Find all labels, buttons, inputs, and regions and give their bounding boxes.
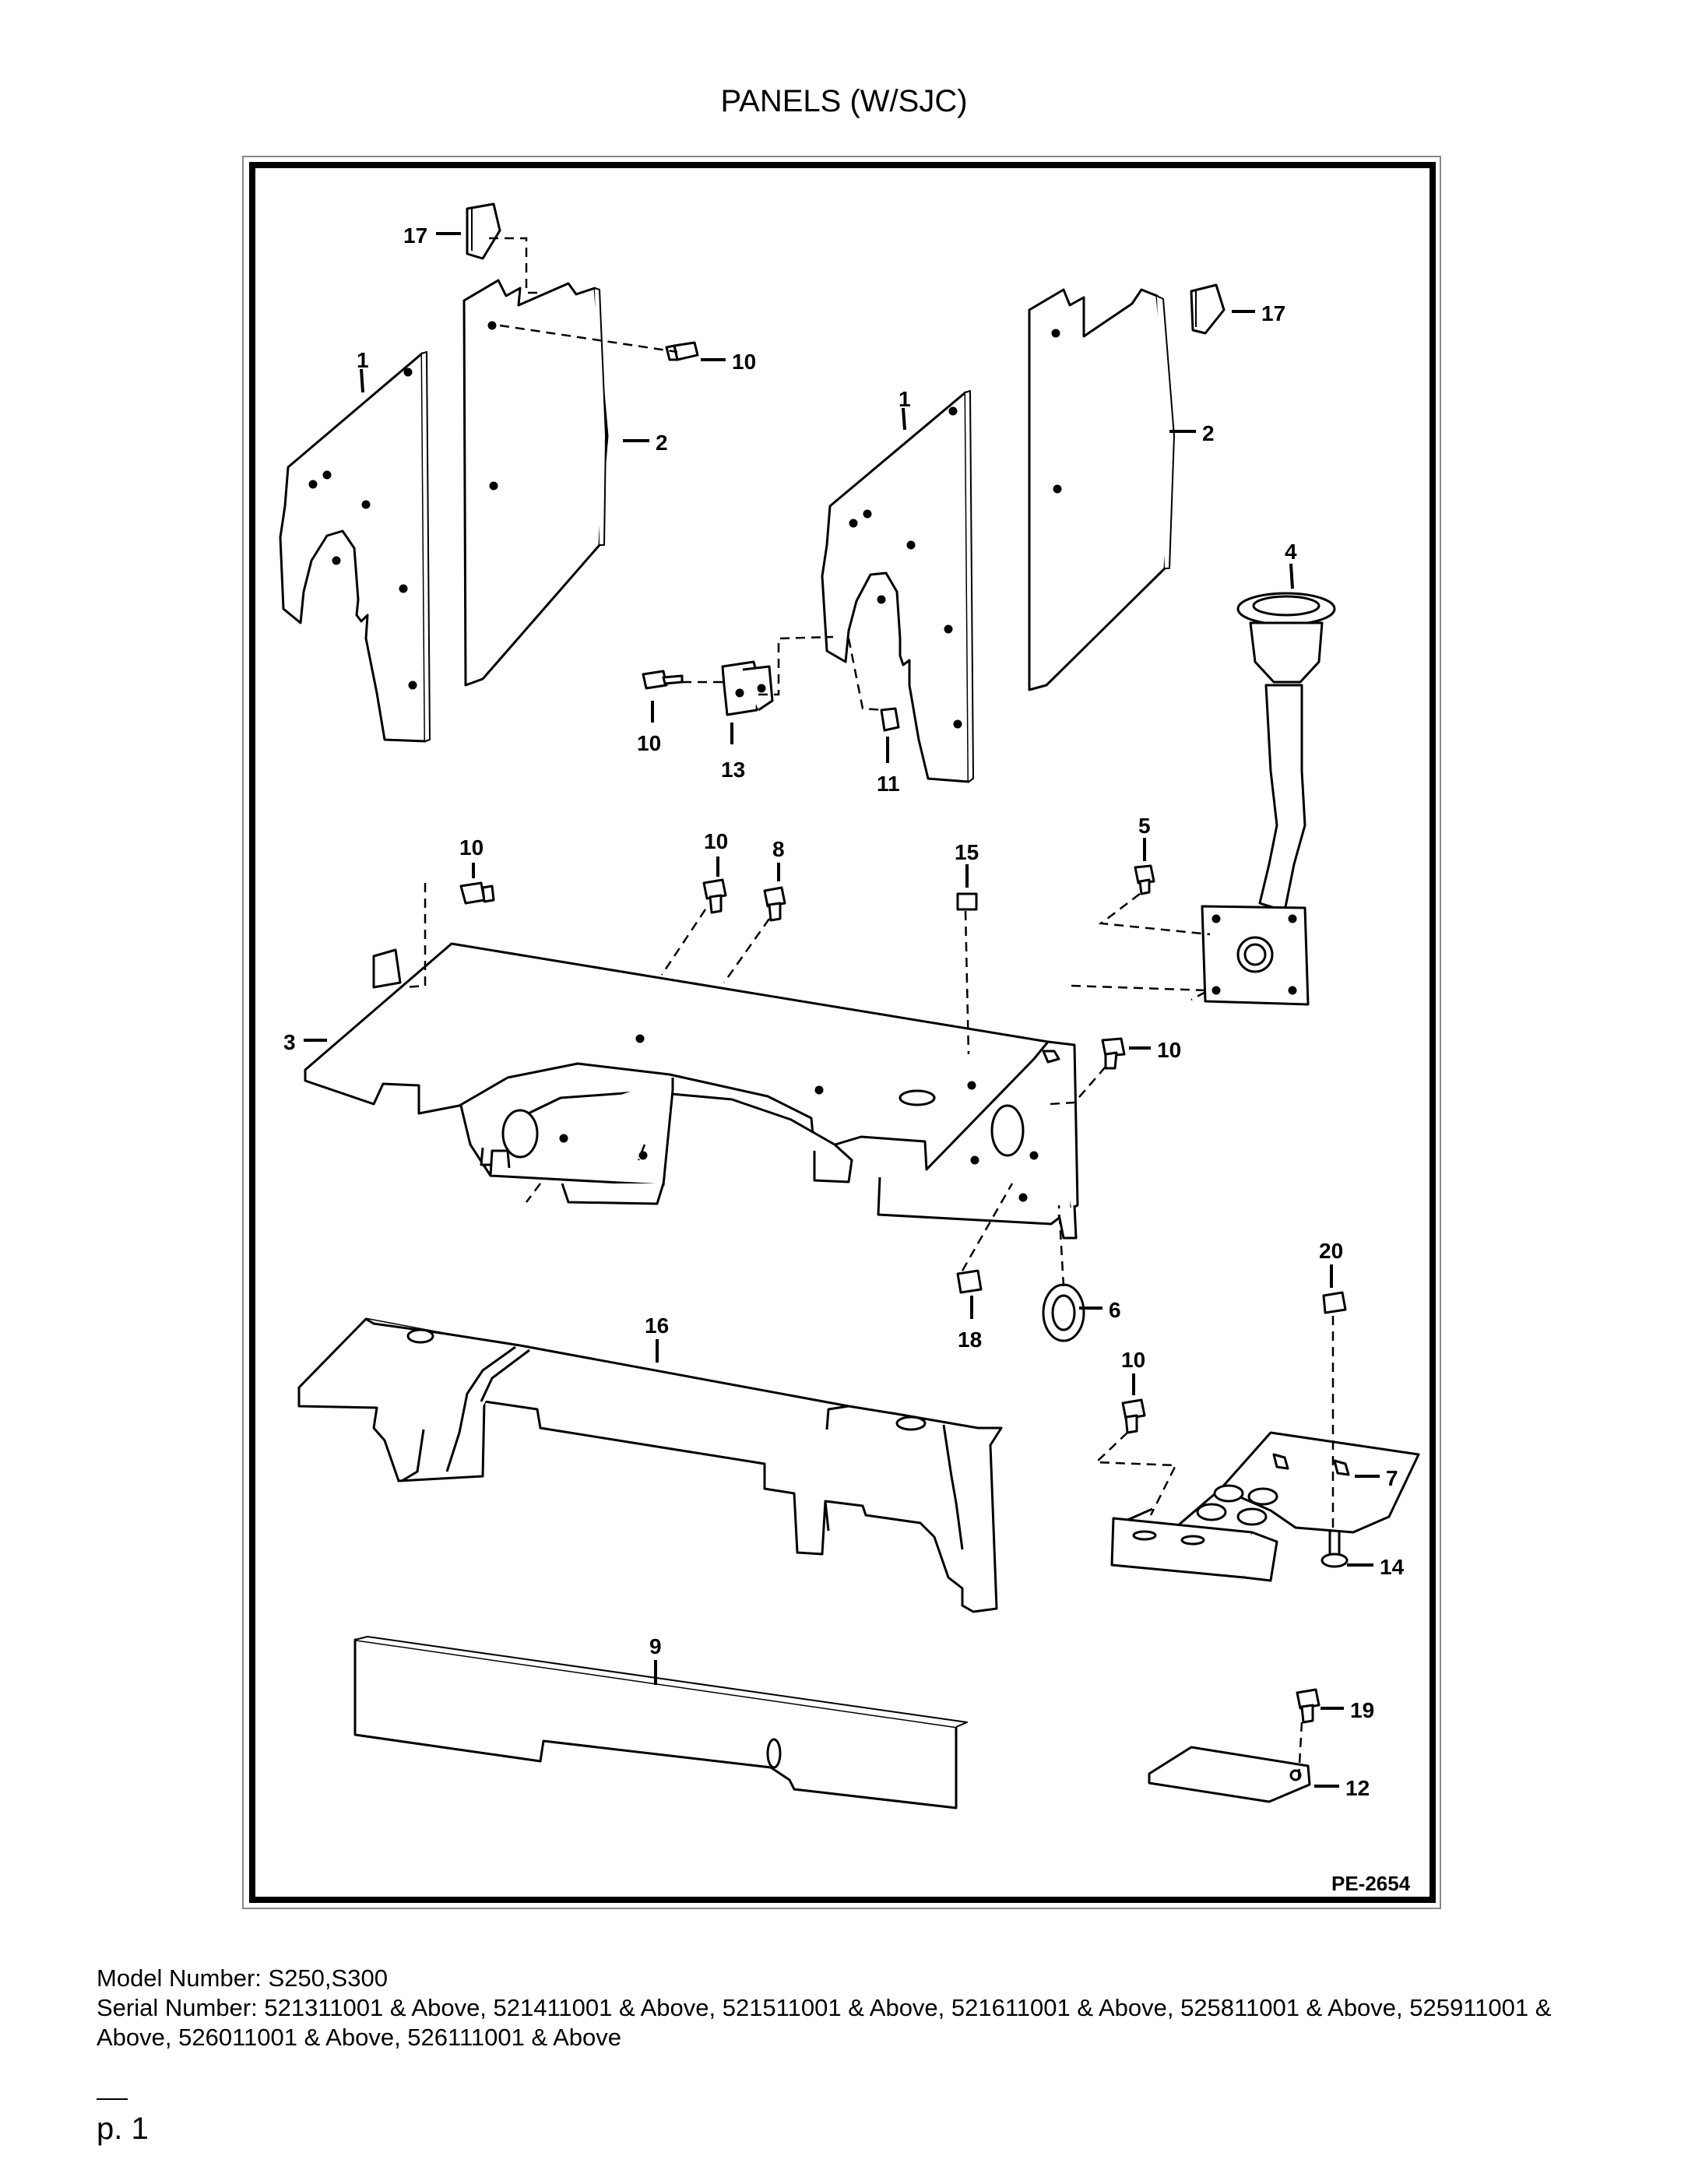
callout-9: 9 <box>649 1634 662 1658</box>
bolt-5 <box>1134 864 1155 895</box>
callout-16: 16 <box>645 1314 669 1338</box>
callout-10-mid: 10 <box>704 829 728 853</box>
bolt-10-mid-left <box>459 881 495 905</box>
callout-12: 12 <box>1345 1776 1370 1800</box>
figure-id-label: PE-2654 <box>1331 1872 1411 1895</box>
callout-1-right: 1 <box>899 387 911 411</box>
callout-leader-lines <box>304 232 1380 1788</box>
page-title: PANELS (W/SJC) <box>720 84 968 118</box>
model-number-line: Model Number: S250,S300 <box>97 1964 388 1992</box>
callout-7: 7 <box>1386 1466 1398 1490</box>
part-2-right-panel <box>1028 288 1175 691</box>
callout-10-bracket: 10 <box>637 731 661 755</box>
part-12-cover-plate <box>1148 1746 1311 1803</box>
bolt-10-top <box>665 341 699 361</box>
bolt-14 <box>1321 1529 1349 1568</box>
part-1-right-panel <box>821 390 974 783</box>
part-1-left-panel <box>279 351 431 743</box>
diagram-frame-outer <box>242 156 1441 1909</box>
part-13-bracket <box>721 660 774 716</box>
part-2-left-panel <box>462 279 609 687</box>
callout-11: 11 <box>877 772 900 796</box>
part-9-lower-panel <box>353 1636 968 1809</box>
nut-15 <box>956 892 978 911</box>
bolt-8 <box>763 886 786 922</box>
callout-15: 15 <box>955 840 979 864</box>
bolt-10-right <box>1101 1037 1126 1070</box>
callout-17-right: 17 <box>1261 301 1285 325</box>
bolt-10-upper-left <box>642 670 684 690</box>
nut-11 <box>880 707 900 732</box>
part-16-crossmember <box>297 1317 1003 1613</box>
part-3-floor-panel <box>304 942 1079 1240</box>
callout-2-left: 2 <box>656 431 668 455</box>
callout-20: 20 <box>1319 1239 1343 1263</box>
callout-19: 19 <box>1350 1698 1374 1722</box>
callout-numbers: 17 10 1 2 17 1 2 4 10 13 11 10 10 8 15 5… <box>283 223 1405 1800</box>
part-17-left-clip <box>466 202 501 260</box>
nut-20 <box>1322 1291 1347 1314</box>
callout-2-right: 2 <box>1202 421 1215 445</box>
bolt-10-lower <box>1121 1398 1146 1434</box>
part-17-right-clip <box>1190 283 1226 335</box>
assembly-dashed-lines <box>404 237 1335 1779</box>
callout-10-right: 10 <box>1157 1038 1181 1062</box>
bolt-19 <box>1296 1688 1321 1724</box>
nut-18 <box>956 1269 983 1294</box>
part-6-grommet <box>1042 1283 1085 1342</box>
diagram-frame <box>249 162 1436 1903</box>
callout-10-mid-left: 10 <box>459 835 484 860</box>
callout-1-left: 1 <box>357 348 369 372</box>
callout-10-top: 10 <box>732 350 756 374</box>
callout-14: 14 <box>1380 1555 1405 1579</box>
footer-rule <box>97 2098 128 2100</box>
part-7-plate-bracket <box>1110 1431 1420 1582</box>
callout-8: 8 <box>772 837 785 861</box>
callout-17-left: 17 <box>403 223 427 248</box>
bolt-10-mid <box>702 878 727 914</box>
part-4-filler-tube <box>1201 592 1336 1006</box>
callout-13: 13 <box>721 758 745 782</box>
model-serial-info: Model Number: S250,S300 Serial Number: 5… <box>97 1964 1599 2052</box>
callout-5: 5 <box>1138 814 1151 838</box>
callout-18: 18 <box>958 1328 982 1352</box>
callout-10-lower: 10 <box>1121 1348 1145 1372</box>
page-number: p. 1 <box>97 2112 149 2146</box>
callout-3: 3 <box>283 1030 296 1054</box>
callout-4: 4 <box>1285 540 1297 564</box>
callout-6: 6 <box>1109 1298 1121 1322</box>
serial-number-line: Serial Number: 521311001 & Above, 521411… <box>97 1994 1552 2051</box>
